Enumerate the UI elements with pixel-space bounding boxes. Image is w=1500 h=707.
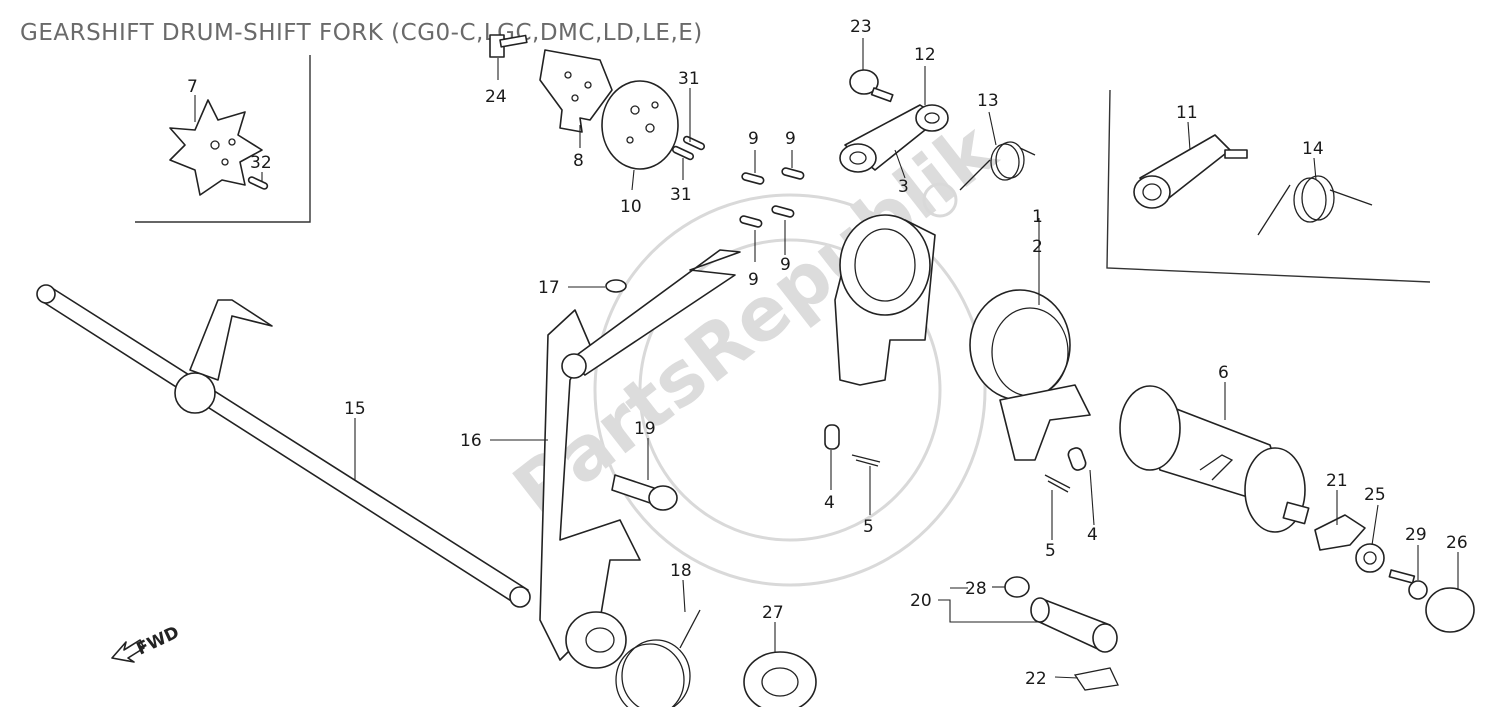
callout-6: 6 [1218, 363, 1229, 383]
shift-drum-6 [1119, 385, 1310, 533]
callout-31b: 31 [670, 185, 692, 205]
callout-4b: 4 [1087, 525, 1098, 545]
pin-9d [771, 205, 795, 218]
callout-11: 11 [1176, 103, 1198, 123]
callout-9c: 9 [748, 270, 759, 290]
callout-32: 32 [250, 153, 272, 173]
pin-31-upper [682, 135, 706, 151]
bolt-29 [1388, 569, 1428, 600]
callout-28: 28 [965, 579, 987, 599]
callout-20: 20 [910, 591, 932, 611]
shift-fork-1-2 [969, 289, 1091, 461]
callout-15: 15 [344, 399, 366, 419]
cotter-pin-5a [851, 454, 881, 467]
callout-1: 1 [1032, 207, 1043, 227]
leader-lines [194, 38, 1459, 679]
spring-14 [1257, 175, 1373, 236]
callout-9a: 9 [748, 129, 759, 149]
guide-pin-4b [1067, 447, 1087, 471]
callout-9b: 9 [785, 129, 796, 149]
pin-9a [741, 172, 765, 185]
callout-14: 14 [1302, 139, 1324, 159]
callout-22: 22 [1025, 669, 1047, 689]
callout-5b: 5 [1045, 541, 1056, 561]
callout-9d: 9 [780, 255, 791, 275]
callout-16: 16 [460, 431, 482, 451]
callout-19: 19 [634, 419, 656, 439]
callout-21: 21 [1326, 471, 1348, 491]
callout-12: 12 [914, 45, 936, 65]
clip-17 [605, 279, 627, 293]
pin-9c [739, 215, 763, 228]
o-ring-28 [1004, 576, 1030, 598]
callout-2: 2 [1032, 237, 1043, 257]
disc-10 [601, 80, 679, 170]
callout-24: 24 [485, 87, 507, 107]
bolt-24 [489, 34, 528, 58]
callout-31a: 31 [678, 69, 700, 89]
diagram-title: GEARSHIFT DRUM-SHIFT FORK (CG0-C,LGC,DMC… [20, 20, 703, 46]
shift-arm-16 [539, 249, 741, 669]
callout-29: 29 [1405, 525, 1427, 545]
pin-31-lower [671, 145, 695, 161]
pin-32 [247, 176, 269, 190]
callout-17: 17 [538, 278, 560, 298]
callout-18: 18 [670, 561, 692, 581]
plate-8 [539, 49, 613, 133]
shift-fork-3 [834, 214, 936, 386]
callout-27: 27 [762, 603, 784, 623]
lever-12 [839, 104, 949, 173]
washer-25 [1355, 543, 1385, 573]
pin-9b [781, 167, 805, 180]
callout-4a: 4 [824, 493, 835, 513]
callout-7: 7 [187, 77, 198, 97]
spring-18 [615, 609, 701, 707]
group-frame-left [135, 55, 311, 223]
star-plate-7 [169, 99, 263, 196]
callout-10: 10 [620, 197, 642, 217]
stopper-plate-21 [1314, 514, 1366, 551]
forward-label: FWD [134, 623, 183, 660]
callout-26: 26 [1446, 533, 1468, 553]
group-frame-right [1106, 89, 1431, 283]
cotter-pin-5b [1044, 474, 1071, 493]
callout-8: 8 [573, 151, 584, 171]
callout-labels: 1 2 3 4 4 5 5 6 7 8 9 9 9 9 10 11 12 13 … [187, 17, 1468, 689]
arm-11 [1133, 134, 1248, 209]
cap-26 [1425, 587, 1475, 633]
oil-seal-27 [743, 651, 817, 707]
guide-pin-4a [824, 424, 840, 450]
callout-25: 25 [1364, 485, 1386, 505]
callout-23: 23 [850, 17, 872, 37]
spring-13 [959, 141, 1036, 191]
callout-3: 3 [898, 177, 909, 197]
callout-13: 13 [977, 91, 999, 111]
shift-shaft-15 [36, 284, 531, 608]
clip-22 [1073, 667, 1119, 691]
pin-19 [611, 474, 678, 511]
callout-5a: 5 [863, 517, 874, 537]
bolt-23 [849, 69, 894, 103]
stopper-pin-20 [1030, 597, 1118, 653]
forward-arrow: FWD [111, 623, 183, 663]
